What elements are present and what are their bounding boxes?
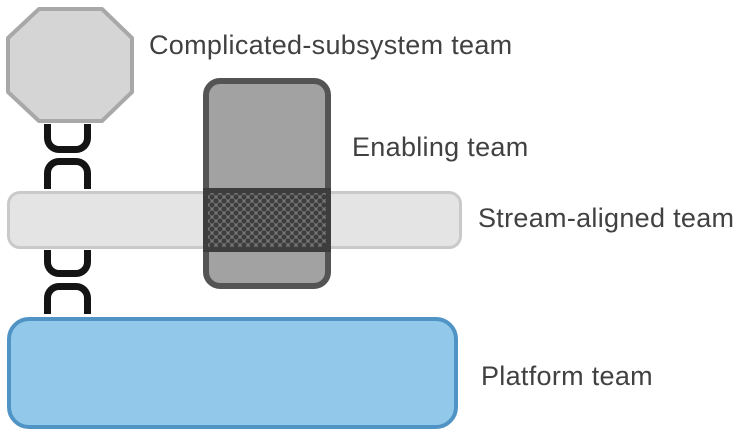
platform-team-shape <box>7 317 458 429</box>
enabling-team-label: Enabling team <box>352 132 529 162</box>
enabling-team-shape <box>203 78 331 289</box>
xaas-connector-top-upper-bracket-icon <box>44 124 91 153</box>
stream-aligned-team-label: Stream-aligned team <box>478 203 735 233</box>
xaas-connector-bottom-lower-bracket-icon <box>44 283 91 314</box>
complicated-subsystem-team-shape <box>6 7 134 123</box>
xaas-connector-top-lower-bracket-icon <box>44 158 91 189</box>
enabling-stream-overlap-hatch <box>203 188 331 252</box>
complicated-subsystem-team-label: Complicated-subsystem team <box>149 30 513 60</box>
xaas-connector-bottom-upper-bracket-icon <box>44 250 91 277</box>
platform-team-label: Platform team <box>481 361 653 391</box>
